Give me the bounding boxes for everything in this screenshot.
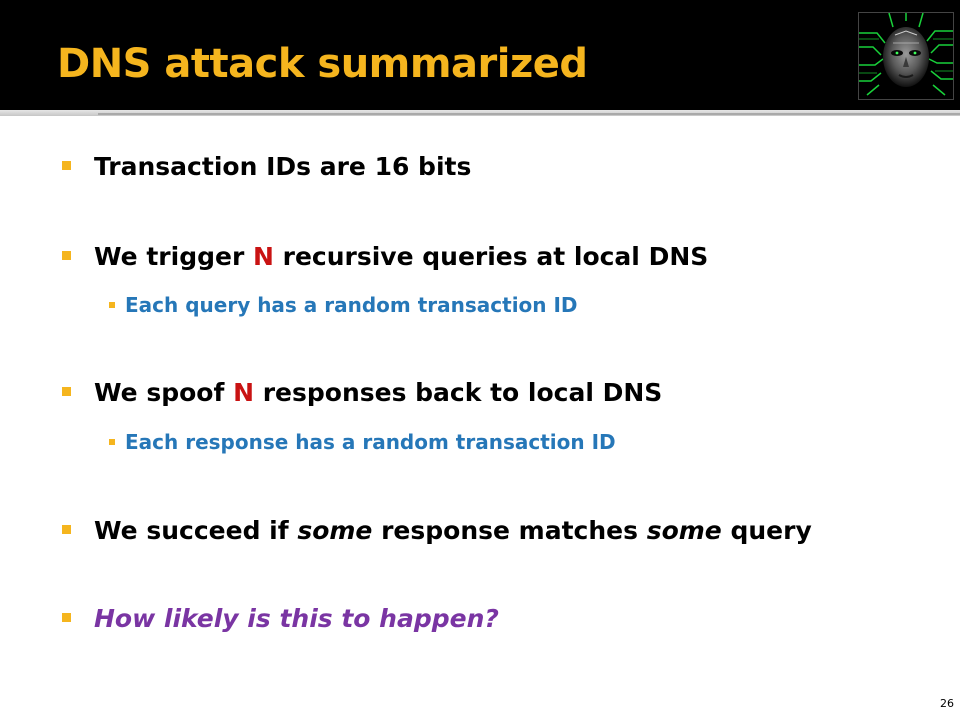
bullet-marker (62, 251, 71, 260)
bullet-marker (62, 613, 71, 622)
sub-bullet-marker (109, 302, 115, 308)
emphasis-some: some (646, 516, 722, 545)
title-underline-accent (98, 113, 960, 115)
highlight-n: N (252, 242, 274, 271)
bullet-text-part3: query (721, 516, 812, 545)
sub-bullet-marker (109, 439, 115, 445)
shodan-face-logo-icon (858, 12, 954, 100)
sub-bullet-text: Each query has a random transaction ID (125, 293, 578, 317)
bullet-text-content: Transaction IDs are 16 bits (94, 152, 472, 181)
title-bar: DNS attack summarized (0, 0, 960, 110)
emphasis-some: some (297, 516, 373, 545)
slide-title: DNS attack summarized (57, 41, 588, 87)
question-text: How likely is this to happen? (94, 604, 499, 633)
bullet-text: Transaction IDs are 16 bits (94, 152, 471, 182)
bullet-text-after: responses back to local DNS (254, 378, 663, 407)
bullet-text-part2: response matches (372, 516, 647, 545)
bullet-marker (62, 161, 71, 170)
bullet-text-after: recursive queries at local DNS (273, 242, 709, 271)
bullet-text-before: We trigger (94, 242, 253, 271)
page-number: 26 (940, 697, 954, 710)
bullet-text: We spoof N responses back to local DNS (94, 378, 662, 408)
highlight-n: N (233, 378, 254, 407)
sub-bullet-text: Each response has a random transaction I… (125, 430, 616, 454)
bullet-marker (62, 525, 71, 534)
bullet-text: We trigger N recursive queries at local … (94, 242, 708, 272)
bullet-marker (62, 387, 71, 396)
bullet-text-part1: We succeed if (94, 516, 298, 545)
bullet-text: We succeed if some response matches some… (94, 516, 812, 546)
bullet-text-before: We spoof (94, 378, 234, 407)
